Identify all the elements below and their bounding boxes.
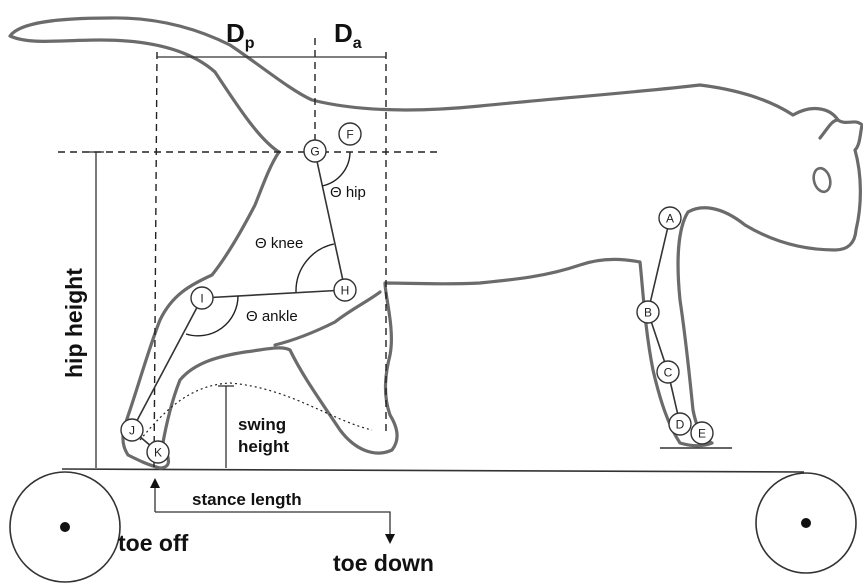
segment-h-i bbox=[202, 290, 345, 298]
dp-left-dashed-line bbox=[154, 52, 157, 468]
joint-b-label: B bbox=[644, 306, 652, 320]
joint-g-label: G bbox=[310, 145, 319, 159]
hip-angle-arc bbox=[322, 152, 350, 186]
joint-b: B bbox=[637, 301, 659, 323]
cat-body-outline bbox=[10, 18, 862, 468]
joint-h-label: H bbox=[341, 284, 350, 298]
joint-f-label: F bbox=[346, 128, 353, 142]
joint-f: F bbox=[339, 123, 361, 145]
joint-a-label: A bbox=[666, 212, 674, 226]
hip-height-label: hip height bbox=[61, 268, 87, 378]
joint-g: G bbox=[304, 140, 326, 162]
toe-off-label: toe off bbox=[118, 530, 189, 556]
joint-e: E bbox=[691, 422, 713, 444]
toe-down-label: toe down bbox=[333, 550, 434, 576]
treadmill-axle-right bbox=[801, 518, 811, 528]
dp-label: Dp bbox=[226, 18, 255, 52]
theta-knee-label: Θ knee bbox=[255, 235, 303, 252]
treadmill-belt-top bbox=[62, 469, 804, 472]
swing-height-label-line1: swing bbox=[238, 415, 286, 434]
joint-c: C bbox=[657, 361, 679, 383]
theta-hip-label: Θ hip bbox=[330, 184, 366, 201]
joint-a: A bbox=[659, 207, 681, 229]
da-label: Da bbox=[334, 18, 362, 52]
cat-silhouette bbox=[10, 18, 862, 468]
joint-i-label: I bbox=[200, 292, 203, 306]
joint-i: I bbox=[191, 287, 213, 309]
reference-lines bbox=[58, 38, 442, 468]
cat-ear bbox=[820, 120, 838, 138]
forelimb-segments bbox=[648, 218, 732, 448]
joint-k-label: K bbox=[154, 446, 162, 460]
joint-e-label: E bbox=[698, 427, 706, 441]
joint-d-label: D bbox=[676, 418, 685, 432]
theta-ankle-label: Θ ankle bbox=[246, 308, 298, 325]
stance-length-line bbox=[155, 512, 390, 538]
joint-d: D bbox=[669, 413, 691, 435]
swing-height-label-line2: height bbox=[238, 437, 289, 456]
joint-h: H bbox=[334, 279, 356, 301]
stance-length-start-arrowhead bbox=[150, 478, 160, 488]
stance-length-label: stance length bbox=[192, 490, 302, 509]
segment-a-b bbox=[648, 218, 670, 312]
joint-j-label: J bbox=[129, 424, 135, 438]
segment-i-j bbox=[132, 298, 202, 430]
joint-c-label: C bbox=[664, 366, 673, 380]
segment-g-h bbox=[315, 152, 345, 290]
stance-length-end-arrowhead bbox=[385, 534, 395, 544]
text-labels: Dp Da Θ hip Θ knee Θ ankle hip height sw… bbox=[61, 18, 434, 576]
treadmill-axle-left bbox=[60, 522, 70, 532]
joint-markers: F G H I J K A B C D E bbox=[121, 123, 713, 463]
cat-eye bbox=[811, 166, 833, 193]
joint-j: J bbox=[121, 419, 143, 441]
joint-k: K bbox=[147, 441, 169, 463]
